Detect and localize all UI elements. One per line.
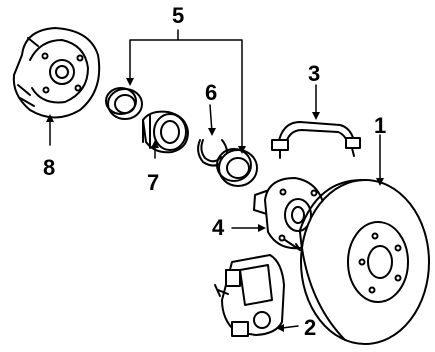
seal-left — [105, 87, 143, 120]
rotor-disc — [299, 179, 430, 345]
brake-hose — [271, 121, 361, 159]
backing-plate — [12, 27, 101, 119]
leader-lines — [49, 29, 381, 329]
callout-3: 3 — [308, 61, 321, 86]
callout-8: 8 — [43, 155, 56, 180]
arrowheads — [46, 78, 384, 332]
callout-6: 6 — [205, 80, 218, 105]
caliper — [214, 254, 285, 337]
callout-7: 7 — [147, 170, 160, 195]
bearing — [142, 110, 189, 154]
callout-5: 5 — [172, 3, 185, 28]
callout-2: 2 — [304, 315, 317, 340]
callout-1: 1 — [374, 113, 387, 138]
callout-4: 4 — [212, 215, 225, 240]
seal-right — [216, 148, 258, 187]
